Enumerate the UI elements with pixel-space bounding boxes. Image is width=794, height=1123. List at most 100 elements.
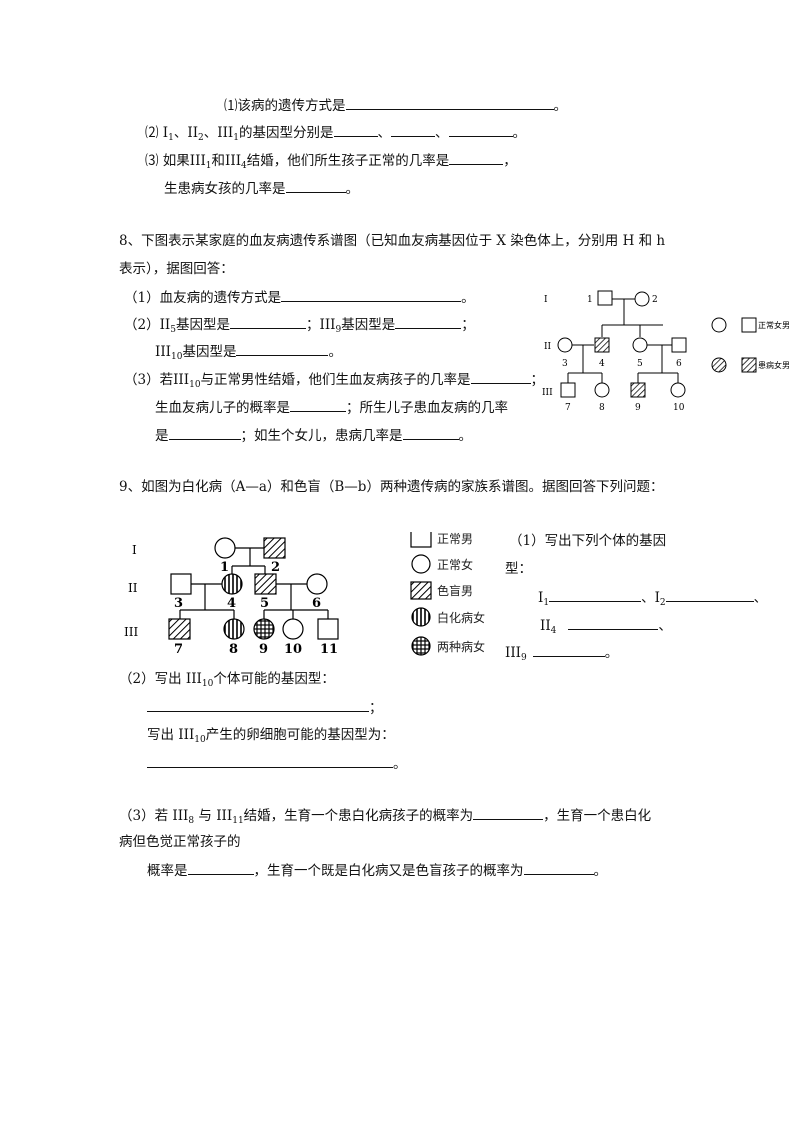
generation-label: III — [124, 625, 138, 639]
individual-III10 — [670, 382, 686, 398]
answer-blank[interactable] — [473, 806, 544, 820]
answer-blank[interactable] — [333, 123, 378, 137]
generation-label: I — [132, 543, 137, 557]
q9-part-1c: I1、I2、 — [538, 588, 768, 608]
generation-label: I — [544, 295, 548, 305]
legend-colorblind-male-icon — [410, 581, 432, 600]
answer-blank[interactable] — [402, 426, 459, 440]
individual-number: 10 — [284, 642, 302, 657]
albinism-colorblind-pedigree: I II III 1 2 3 4 5 6 7 8 9 10 11 正常男 正常女… — [124, 532, 485, 657]
q9-part-3c: 概率是，生育一个既是白化病又是色盲孩子的概率为。 — [147, 861, 607, 879]
answer-blank[interactable] — [285, 179, 346, 193]
individual-number: 8 — [229, 642, 238, 657]
answer-blank[interactable] — [281, 288, 462, 302]
answer-blank[interactable] — [290, 398, 346, 412]
answer-blank[interactable] — [665, 588, 754, 602]
individual-II5 — [632, 337, 648, 353]
generation-label: III — [542, 388, 553, 398]
legend-albino-female-label: 白化病女 — [437, 610, 485, 625]
answer-blank[interactable] — [523, 861, 594, 875]
individual-II6 — [306, 573, 328, 595]
hemophilia-pedigree: I II III 1 2 3 4 5 6 7 8 9 10 正常女男 患病女男 — [542, 290, 790, 413]
individual-I2 — [263, 537, 286, 559]
answer-blank[interactable] — [395, 315, 462, 329]
q8-part-3c: 是；如生个女儿，患病几率是。 — [155, 426, 472, 444]
individual-number: 4 — [599, 359, 605, 369]
q9-part-2d: 。 — [147, 754, 407, 773]
individual-II4 — [594, 337, 610, 353]
generation-label: II — [544, 342, 552, 352]
q9-part-3b: 病但色觉正常孩子的 — [119, 834, 241, 850]
individual-number: 6 — [312, 596, 321, 611]
q8-part-3b: 生血友病儿子的概率是；所生儿子患血友病的几率 — [155, 398, 508, 416]
q8-part-2: （2）II5基因型是；III9基因型是； — [124, 315, 475, 335]
answer-blank[interactable] — [549, 588, 642, 602]
individual-number: 5 — [637, 359, 643, 369]
individual-number: 6 — [676, 359, 682, 369]
individual-number: 9 — [259, 642, 268, 657]
q7-line-1: ⑴该病的遗传方式是。 — [224, 96, 567, 114]
individual-III8 — [223, 618, 245, 640]
individual-number: 8 — [599, 403, 605, 413]
individual-number: 9 — [635, 403, 641, 413]
legend-normal-label: 正常女男 — [758, 320, 790, 330]
answer-blank[interactable] — [230, 315, 306, 329]
answer-blank[interactable] — [532, 643, 605, 657]
answer-blank[interactable] — [187, 861, 254, 875]
individual-I2 — [634, 291, 650, 307]
individual-II3 — [557, 337, 573, 353]
individual-number: 7 — [565, 403, 571, 413]
answer-blank[interactable] — [568, 616, 659, 630]
answer-blank[interactable] — [448, 123, 513, 137]
legend-normal-male-icon — [741, 317, 757, 333]
q8-stem-2: 表示），据图回答： — [119, 261, 234, 277]
individual-number: 2 — [652, 295, 658, 305]
individual-number: 3 — [174, 596, 183, 611]
answer-blank[interactable] — [391, 123, 435, 137]
q9-part-2c: 写出 III10产生的卵细胞可能的基因型为： — [147, 727, 395, 745]
q9-part-1e: III9。 — [505, 643, 619, 663]
q9-part-2b: ； — [147, 698, 383, 717]
answer-blank[interactable] — [470, 370, 531, 384]
individual-number: 11 — [320, 642, 338, 657]
q8-part-1: （1）血友病的遗传方式是。 — [124, 288, 475, 306]
legend-normal-male-label: 正常男 — [437, 532, 473, 546]
answer-blank[interactable] — [449, 151, 504, 165]
legend-normal-female-icon — [711, 317, 727, 333]
individual-number: 5 — [260, 596, 269, 611]
q8-part-3: （3）若III10与正常男性结婚，他们生血友病孩子的几率是； — [124, 370, 545, 390]
answer-blank[interactable] — [147, 754, 393, 768]
individual-number: 10 — [673, 403, 685, 413]
q9-part-2: （2）写出 III10个体可能的基因型： — [119, 671, 335, 689]
legend-both-diseases-female-label: 两种病女 — [437, 639, 485, 654]
q9-stem: 9、如图为白化病（A—a）和色盲（B—b）两种遗传病的家族系谱图。据图回答下列问… — [119, 479, 664, 495]
individual-III9 — [253, 618, 275, 640]
legend-albino-female-icon — [411, 607, 431, 627]
legend-colorblind-male-label: 色盲男 — [437, 583, 473, 598]
individual-number: 3 — [562, 359, 568, 369]
individual-III7 — [168, 618, 191, 640]
legend-normal-female-label: 正常女 — [437, 557, 473, 572]
individual-number: 1 — [587, 295, 593, 305]
q9-part-3: （3）若 III8 与 III11结婚，生育一个患白化病孩子的概率为，生育一个患… — [119, 806, 652, 826]
individual-III8 — [594, 382, 610, 398]
answer-blank[interactable] — [345, 96, 554, 110]
answer-blank[interactable] — [147, 698, 369, 712]
individual-number: 7 — [174, 642, 183, 657]
individual-number: 2 — [271, 560, 280, 575]
q7-line-3: ⑶ 如果III1和III4结婚，他们所生孩子正常的几率是， — [145, 151, 517, 171]
answer-blank[interactable] — [236, 342, 329, 356]
q9-part-1d: II4、 — [540, 616, 672, 636]
answer-blank[interactable] — [168, 426, 241, 440]
generation-label: II — [128, 581, 138, 595]
individual-number: 4 — [227, 596, 236, 611]
individual-III7 — [560, 382, 576, 398]
legend-affected-label: 患病女男 — [758, 360, 790, 370]
q7-line-4: 生患病女孩的几率是。 — [164, 179, 359, 197]
q7-line-2: ⑵ I1、II2、III1的基因型分别是、、。 — [145, 123, 526, 143]
individual-II4 — [221, 573, 243, 595]
individual-I1 — [597, 290, 613, 306]
individual-I1 — [214, 537, 236, 559]
individual-number: 1 — [220, 560, 229, 575]
legend-normal-male-icon — [410, 532, 432, 548]
